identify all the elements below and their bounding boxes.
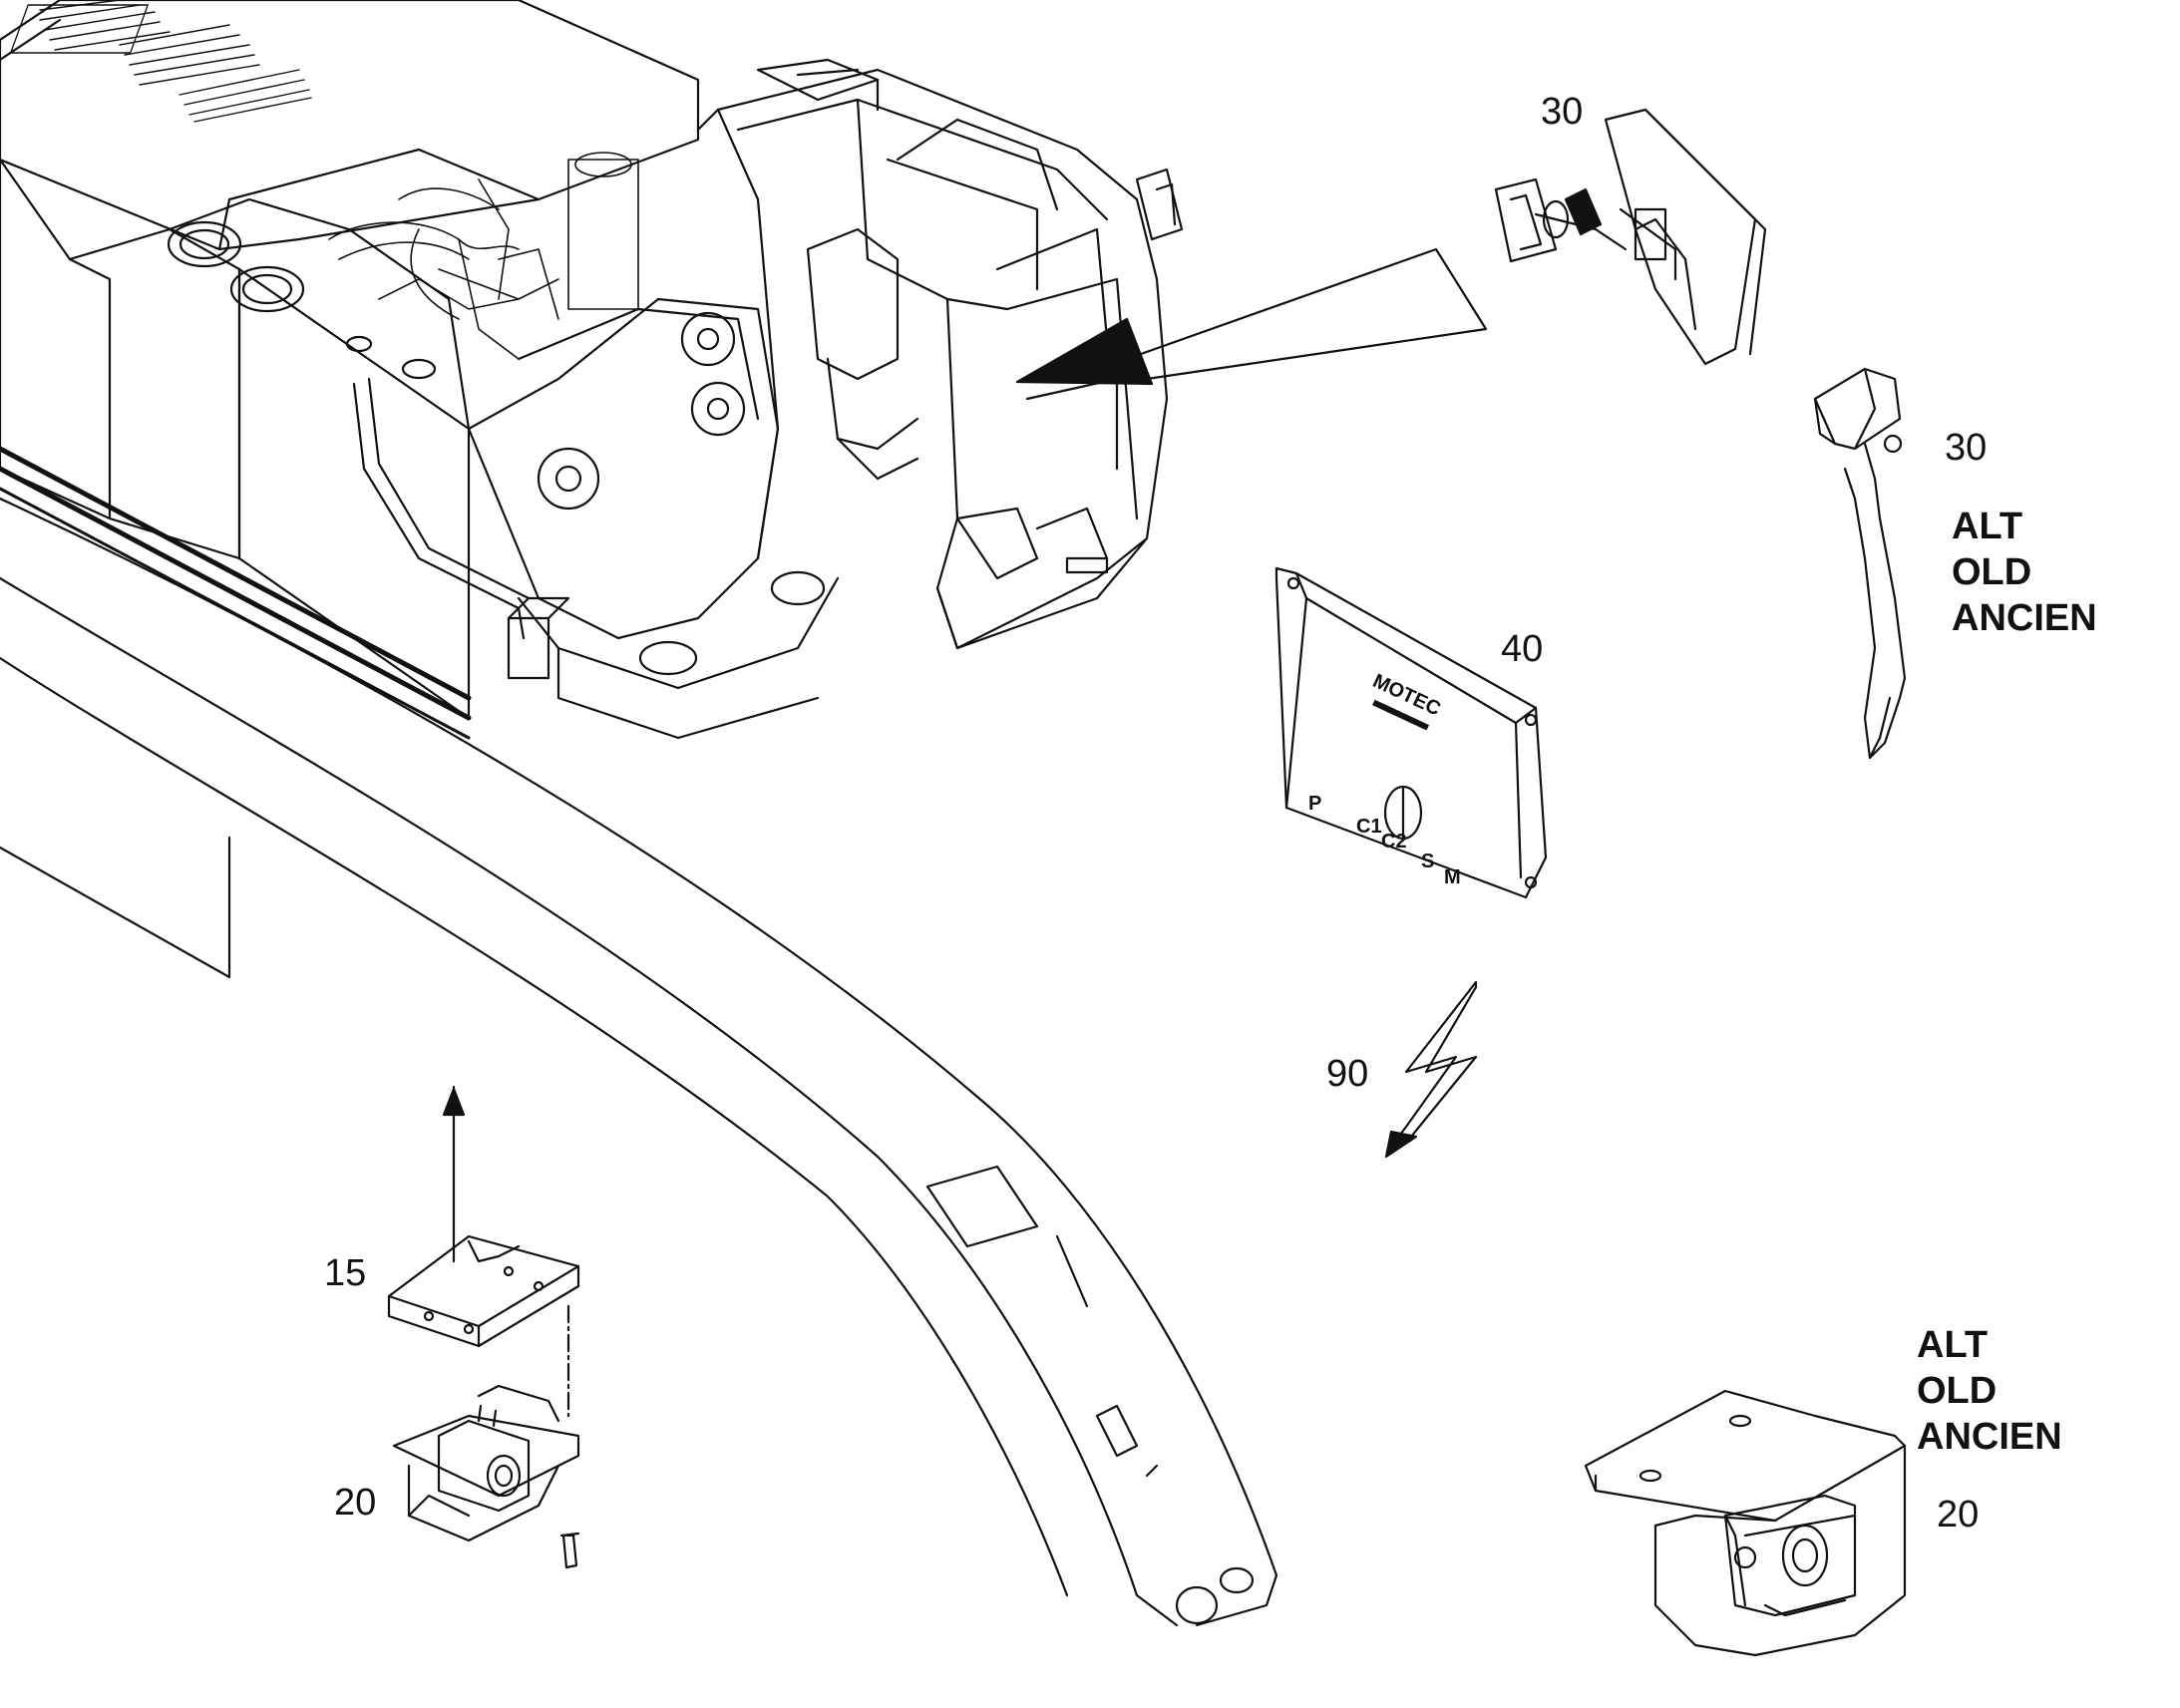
callout-30: 30 <box>1541 91 1584 133</box>
camera-20-alt <box>1584 1389 1907 1657</box>
monitor-40: MOTEC P C1 C2 S M <box>1274 566 1548 899</box>
operator-cab <box>696 58 1184 650</box>
camera-20 <box>392 1384 580 1569</box>
alt-note-top-line-1: ALT <box>1952 506 2023 547</box>
switch-label-p: P <box>1308 793 1321 815</box>
detail-leader <box>1015 247 1488 386</box>
camera-30-alt <box>1813 367 1907 760</box>
alt-note-bottom-line-1: ALT <box>1917 1324 1989 1366</box>
alt-note-bottom-line-3: ANCIEN <box>1917 1416 2062 1458</box>
monitor-brand: MOTEC <box>1369 670 1444 720</box>
switch-label-c2: C2 <box>1381 831 1407 853</box>
switch-label-c1: C1 <box>1356 816 1382 838</box>
cable-90-symbol <box>1384 980 1478 1159</box>
camera-30 <box>1494 108 1767 366</box>
switch-label-s: S <box>1421 851 1434 872</box>
callout-90: 90 <box>1326 1053 1369 1095</box>
boom-arm <box>0 497 1278 1627</box>
excavator-body <box>0 0 840 740</box>
alt-note-top: ALT OLD ANCIEN <box>1952 504 2097 641</box>
callout-20-alt: 20 <box>1937 1494 1980 1536</box>
alt-note-top-line-3: ANCIEN <box>1952 597 2097 639</box>
bracket-15 <box>387 1085 580 1418</box>
callout-40: 40 <box>1501 628 1544 670</box>
callout-30-alt: 30 <box>1945 427 1988 469</box>
alt-note-top-line-2: OLD <box>1952 551 2032 593</box>
alt-note-bottom-line-2: OLD <box>1917 1370 1998 1412</box>
alt-note-bottom: ALT OLD ANCIEN <box>1917 1322 2062 1460</box>
callout-15: 15 <box>324 1252 367 1294</box>
switch-label-m: M <box>1444 866 1461 888</box>
callout-20: 20 <box>334 1482 377 1524</box>
